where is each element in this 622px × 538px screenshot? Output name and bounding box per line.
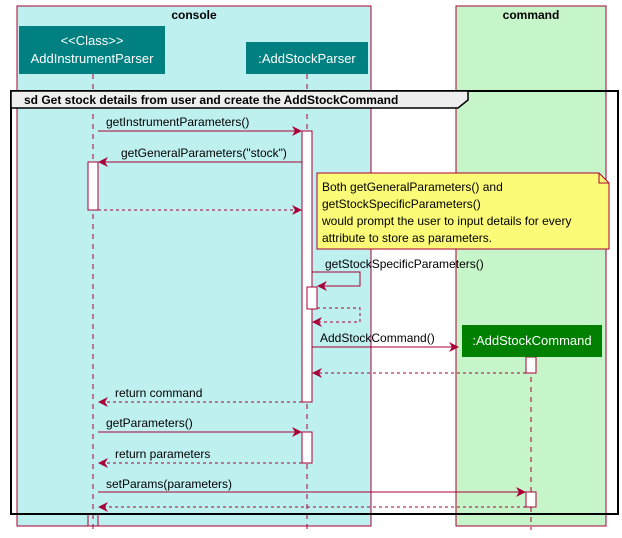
- message-label: getGeneralParameters("stock"): [121, 146, 287, 160]
- message-label: return parameters: [115, 447, 210, 461]
- command-box-title: command: [503, 8, 560, 22]
- message-label: getInstrumentParameters(): [106, 115, 249, 129]
- sd-fragment-title: sd Get stock details from user and creat…: [24, 93, 398, 107]
- activation-bar: [306, 286, 318, 310]
- note-line: Both getGeneralParameters() and: [322, 180, 503, 194]
- note-line: getStockSpecificParameters(): [322, 197, 481, 211]
- activation-bar: [525, 356, 537, 374]
- activation-bar: [525, 491, 537, 508]
- participant-name: AddInstrumentParser: [31, 51, 155, 66]
- participant-add-stock-command: :AddStockCommand: [462, 325, 602, 357]
- participant-add-stock-parser: :AddStockParser: [246, 42, 368, 74]
- self-return-arrow: [312, 307, 361, 327]
- note-line: attribute to store as parameters.: [322, 231, 492, 245]
- note-line: would prompt the user to input details f…: [321, 214, 571, 228]
- activation-bar: [301, 431, 313, 464]
- message-label: return command: [115, 386, 202, 400]
- self-message-arrow: [312, 271, 361, 291]
- activation-bar: [301, 130, 313, 403]
- message-label: getParameters(): [106, 416, 193, 430]
- participant-stereotype: <<Class>>: [61, 33, 124, 48]
- participant-name: :AddStockCommand: [472, 333, 591, 348]
- participant-add-instrument-parser: <<Class>> AddInstrumentParser: [19, 26, 165, 74]
- console-box-title: console: [171, 8, 217, 22]
- note: Both getGeneralParameters() and getStock…: [316, 172, 610, 250]
- sd-fragment-tab: [10, 90, 469, 109]
- activation-bar: [87, 161, 99, 211]
- message-label: setParams(parameters): [106, 477, 232, 491]
- message-label: AddStockCommand(): [320, 331, 435, 345]
- message-label: getStockSpecificParameters(): [325, 257, 484, 271]
- participant-name: :AddStockParser: [258, 51, 356, 66]
